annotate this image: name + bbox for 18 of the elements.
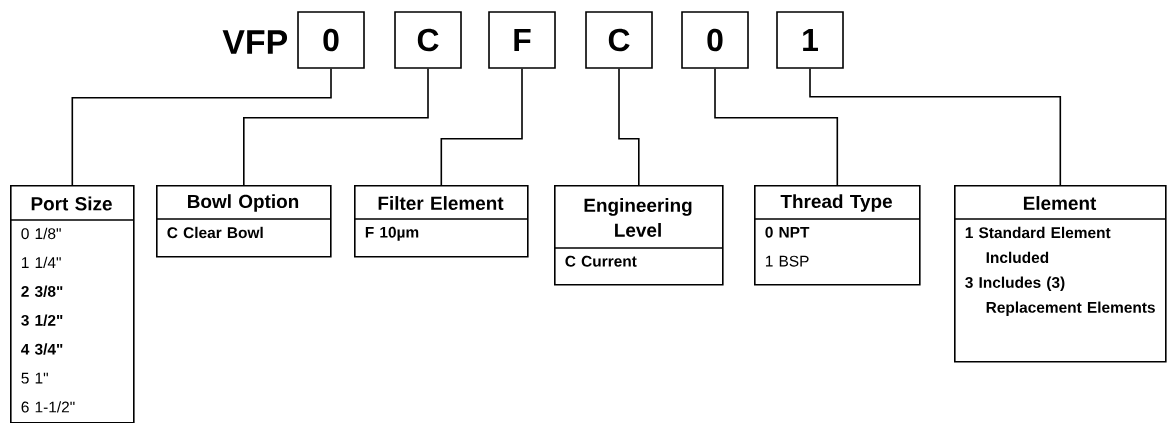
- option-table: Bowl Option C Clear Bowl: [155, 185, 332, 258]
- code-box: 1: [776, 11, 844, 69]
- option-table: Port Size 0 1/8" 1 1/4" 2 3/8" 3 1/2" 4 3/4" 5 1" 6 1-1/2": [9, 185, 135, 423]
- connector-line: [618, 68, 640, 186]
- connector-line: [714, 68, 839, 186]
- option-table: Engineering Level C Current: [553, 185, 724, 286]
- code-box: C: [394, 11, 462, 69]
- code-box: C: [585, 11, 653, 69]
- option-table: Thread Type 0 NPT 1 BSP: [753, 185, 921, 286]
- connector-line: [71, 68, 332, 186]
- option-table: Filter Element F 10µm: [353, 185, 529, 258]
- code-box: 0: [681, 11, 749, 69]
- code-box: 0: [297, 11, 365, 69]
- connector-line: [809, 68, 1062, 186]
- option-table: Element 1 Standard Element Included 3 Includes (3) Replacement Elements: [953, 185, 1167, 363]
- connector-line: [243, 68, 429, 186]
- code-box: F: [488, 11, 556, 69]
- connector-line: [440, 68, 523, 186]
